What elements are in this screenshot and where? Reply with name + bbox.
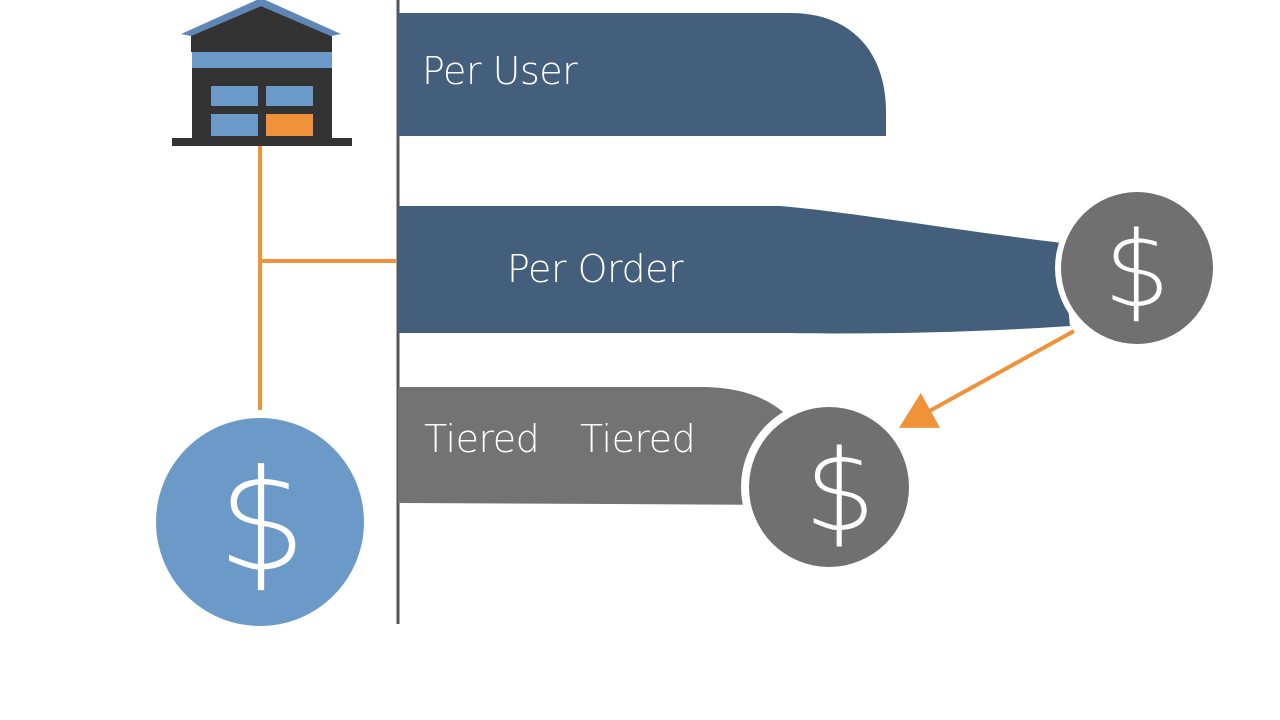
warehouse-stripe (192, 52, 332, 68)
tiered-label-left: Tiered (424, 417, 540, 461)
warehouse-ground (172, 138, 352, 146)
arrow-to-tiered-coin (899, 329, 1075, 428)
warehouse-window-1 (211, 86, 258, 106)
dollar-coin-per-order (1055, 186, 1219, 350)
tiered-label-right: Tiered (580, 417, 696, 461)
dollar-coin-blue (156, 418, 364, 626)
dollar-sign-icon-per-order: $ (1104, 209, 1170, 331)
warehouse-icon (172, 0, 352, 146)
dollar-coin-blue-circle (156, 418, 364, 626)
warehouse-roof (181, 0, 341, 36)
warehouse-door (266, 114, 313, 136)
per-user-band (398, 13, 886, 136)
tiered-band (398, 387, 800, 505)
dollar-coin-tiered-circle (749, 407, 909, 567)
per-order-band (398, 206, 1070, 334)
warehouse-connectors (258, 146, 396, 410)
dollar-coin-tiered (741, 399, 917, 575)
dollar-sign-icon-blue: $ (217, 441, 306, 604)
per-order-label: Per Order (507, 247, 684, 291)
warehouse-window-3 (211, 114, 258, 136)
warehouse-window-2 (266, 86, 313, 106)
per-user-label: Per User (422, 49, 578, 93)
warehouse-roof-dark (191, 6, 331, 52)
dollar-sign-icon-tiered: $ (804, 427, 875, 557)
dollar-coin-per-order-circle (1061, 192, 1213, 344)
